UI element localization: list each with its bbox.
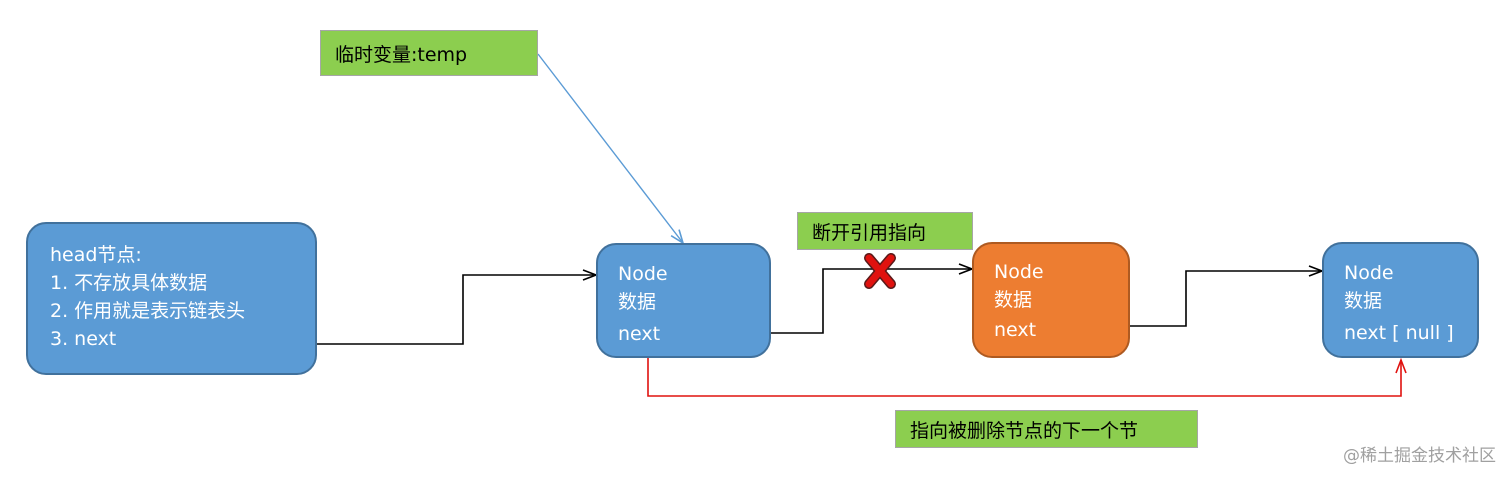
watermark: @稀土掘金技术社区 [1343,446,1496,466]
red-x-icon [864,253,896,289]
node-3: Node 数据 next [ null ] [1322,242,1479,358]
node-1-data: 数据 [618,291,657,313]
node-2-deleted: Node 数据 next [972,242,1130,358]
head-node: head节点: 1. 不存放具体数据 2. 作用就是表示链表头 3. next [26,222,317,375]
head-node-title: head节点: [50,244,142,266]
node-2-title: Node [994,261,1044,283]
temp-variable-label: 临时变量:temp [320,30,538,76]
node-1: Node 数据 next [596,243,771,358]
node-3-title: Node [1344,262,1394,284]
temp-pointer-arrow [537,53,683,243]
node-3-next: next [ null ] [1344,322,1454,344]
temp-variable-text: 临时变量:temp [335,43,468,66]
head-node-point-3: 3. next [50,328,117,350]
break-reference-text: 断开引用指向 [812,221,927,244]
head-node-point-2: 2. 作用就是表示链表头 [50,300,246,322]
redirect-arrow [647,338,1401,397]
node-1-title: Node [618,263,668,285]
break-reference-label: 断开引用指向 [797,212,973,250]
node-2-data: 数据 [994,289,1033,311]
point-to-next-label: 指向被删除节点的下一个节 [895,410,1198,448]
node-2-next: next [994,319,1037,341]
head-node-point-1: 1. 不存放具体数据 [50,272,208,294]
node-3-data: 数据 [1344,290,1383,312]
node-1-next: next [618,323,661,345]
point-to-next-text: 指向被删除节点的下一个节 [910,419,1139,442]
